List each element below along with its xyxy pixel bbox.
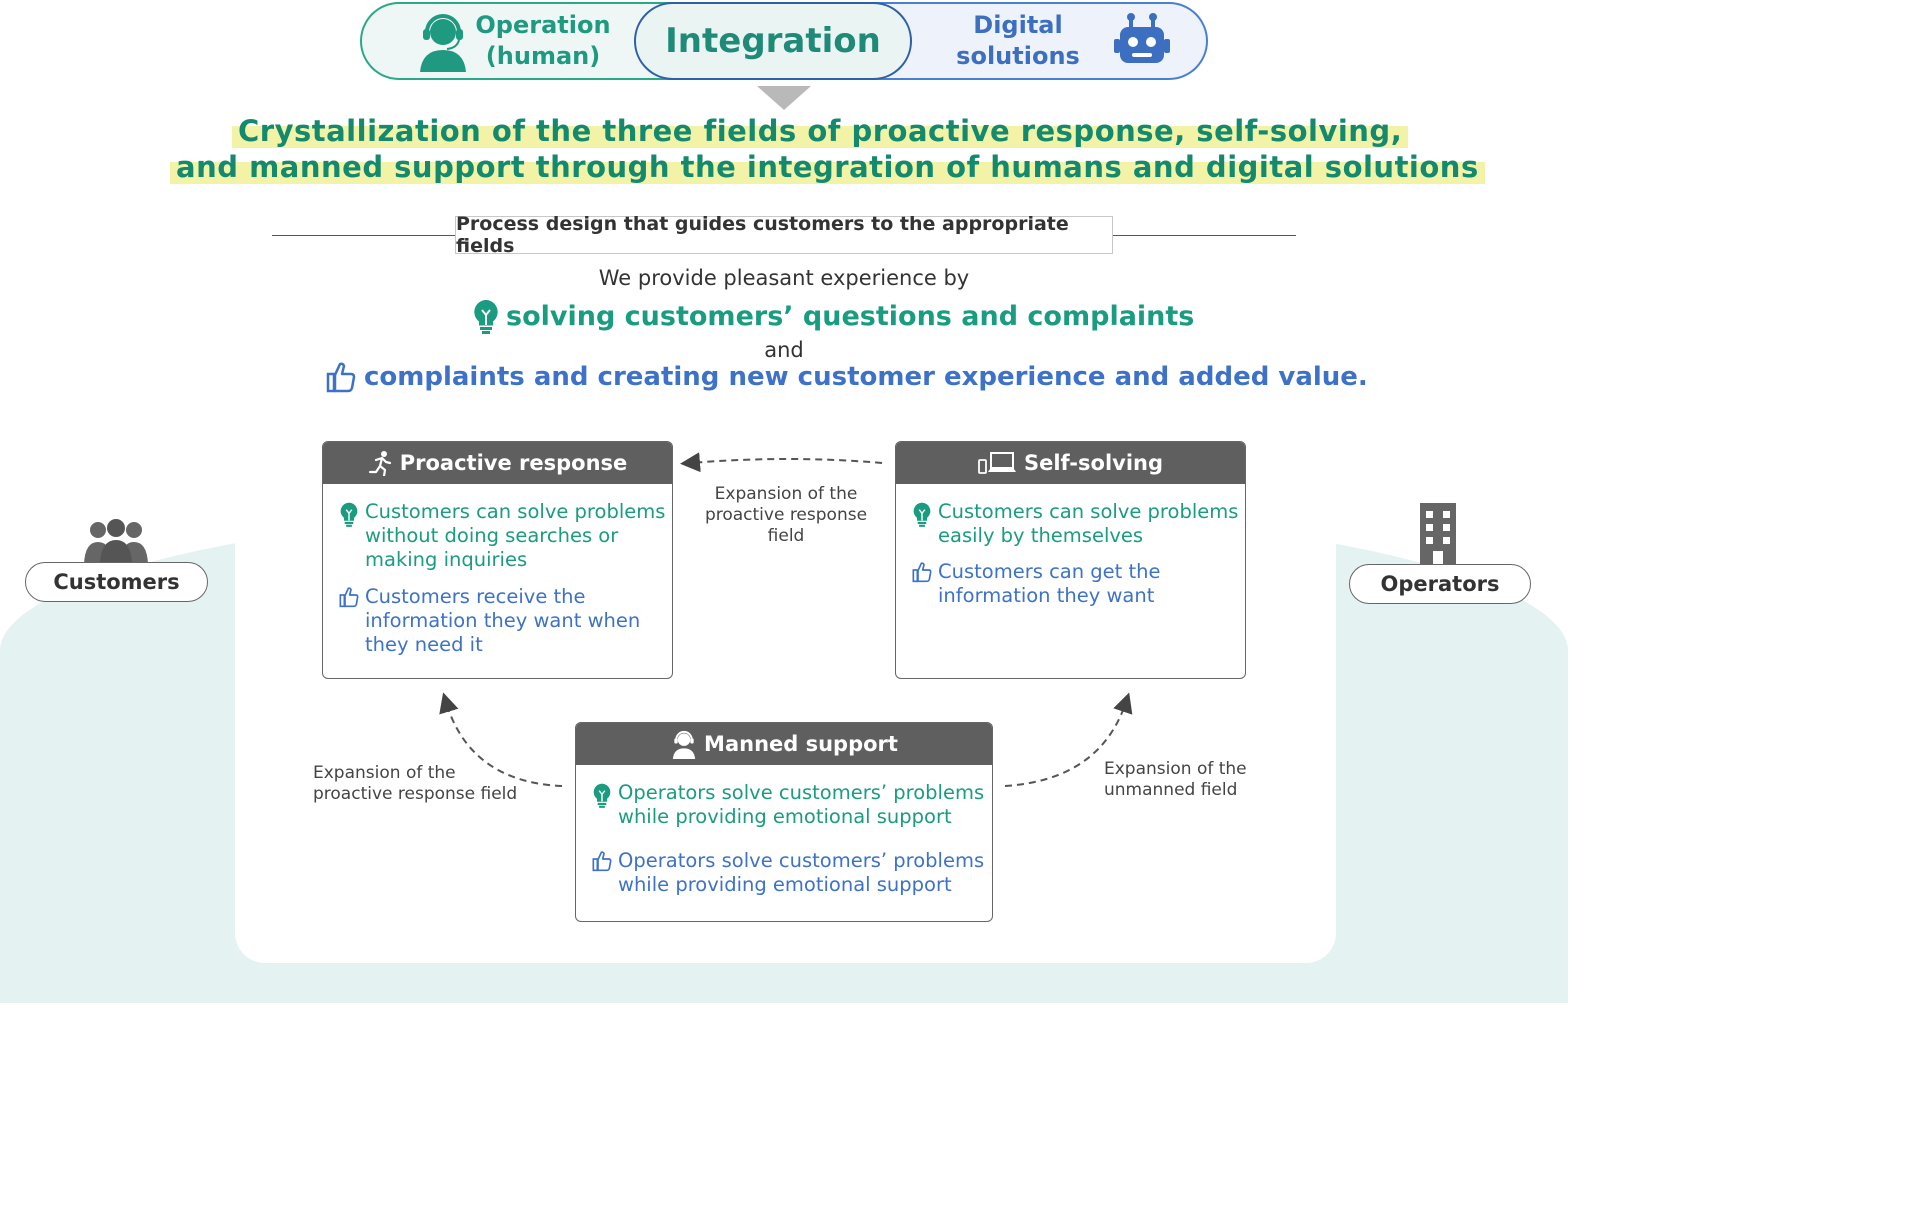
manned-support-title: Manned support xyxy=(704,732,898,756)
self-item-info-text: Customers can get the information they w… xyxy=(938,560,1161,607)
statement-point-1-text: solving customers’ questions and complai… xyxy=(506,300,1195,332)
statement-intro: We provide pleasant experience by xyxy=(598,266,970,290)
thumbs-up-icon xyxy=(592,851,612,872)
manned-support-box: Manned support Operators solve customers… xyxy=(575,722,993,922)
lightbulb-icon xyxy=(340,502,358,527)
statement-point-1: solving customers’ questions and complai… xyxy=(472,298,1194,334)
statement-connector: and xyxy=(764,338,804,362)
operator-headset-icon xyxy=(672,731,696,759)
statement-point-2: complaints and creating new customer exp… xyxy=(326,361,1368,393)
subtitle-text: Process design that guides customers to … xyxy=(456,213,1069,257)
operators-label-text: Operators xyxy=(1380,572,1500,596)
title-line-2: and manned support through the integrati… xyxy=(170,150,1485,184)
robot-icon xyxy=(1114,13,1170,63)
annotation-right: Expansion of the unmanned field xyxy=(1104,759,1247,800)
arrow-self-to-proactive xyxy=(680,452,883,473)
title-line-1-text: Crystallization of the three fields of p… xyxy=(232,114,1409,148)
lightbulb-icon xyxy=(913,502,931,527)
proactive-response-title: Proactive response xyxy=(399,451,628,475)
statement-point-2-text: complaints and creating new customer exp… xyxy=(364,362,1368,392)
laptop-phone-icon xyxy=(978,452,1016,474)
proactive-item-solve-text: Customers can solve problems without doi… xyxy=(365,500,666,571)
thumbs-up-icon xyxy=(339,587,359,608)
manned-support-header: Manned support xyxy=(576,723,992,765)
subtitle-rule-right xyxy=(1113,235,1296,236)
integration-label: Integration xyxy=(665,21,881,61)
down-arrow-icon xyxy=(757,86,811,110)
operators-label: Operators xyxy=(1349,564,1531,604)
self-solving-title: Self-solving xyxy=(1023,451,1164,475)
operation-label: Operation (human) xyxy=(475,11,611,70)
title-line-1: Crystallization of the three fields of p… xyxy=(232,114,1409,148)
proactive-response-header: Proactive response xyxy=(323,442,672,484)
thumbs-up-icon xyxy=(912,562,932,583)
customers-label: Customers xyxy=(25,562,208,602)
digital-label: Digital solutions xyxy=(956,11,1080,70)
manned-item-support-text: Operators solve customers’ problems whil… xyxy=(618,849,985,896)
customers-group-icon xyxy=(84,519,148,564)
self-solving-box: Self-solving Customers can solve problem… xyxy=(895,441,1246,679)
thumbs-up-icon xyxy=(326,362,356,393)
annotation-top: Expansion of the proactive response fiel… xyxy=(704,484,868,546)
lightbulb-icon xyxy=(474,300,498,334)
subtitle-box: Process design that guides customers to … xyxy=(455,213,1113,257)
integration-badge: Integration xyxy=(634,2,912,80)
subtitle-rule-left xyxy=(272,235,455,236)
proactive-response-box: Proactive response Customers can solve p… xyxy=(322,441,673,679)
building-icon xyxy=(1420,503,1456,565)
operator-headset-icon xyxy=(420,14,466,72)
arrow-manned-to-proactive xyxy=(439,692,563,787)
title-line-2-text: and manned support through the integrati… xyxy=(170,150,1485,184)
customers-label-text: Customers xyxy=(53,570,180,594)
expansion-arrows xyxy=(439,452,1133,787)
manned-item-solve-text: Operators solve customers’ problems whil… xyxy=(618,781,985,828)
self-item-solve-text: Customers can solve problems easily by t… xyxy=(938,500,1239,547)
proactive-item-info-text: Customers receive the information they w… xyxy=(365,585,641,656)
annotation-left: Expansion of the proactive response fiel… xyxy=(313,763,518,804)
lightbulb-icon xyxy=(593,783,611,808)
running-person-icon xyxy=(368,451,391,476)
self-solving-header: Self-solving xyxy=(896,442,1245,484)
